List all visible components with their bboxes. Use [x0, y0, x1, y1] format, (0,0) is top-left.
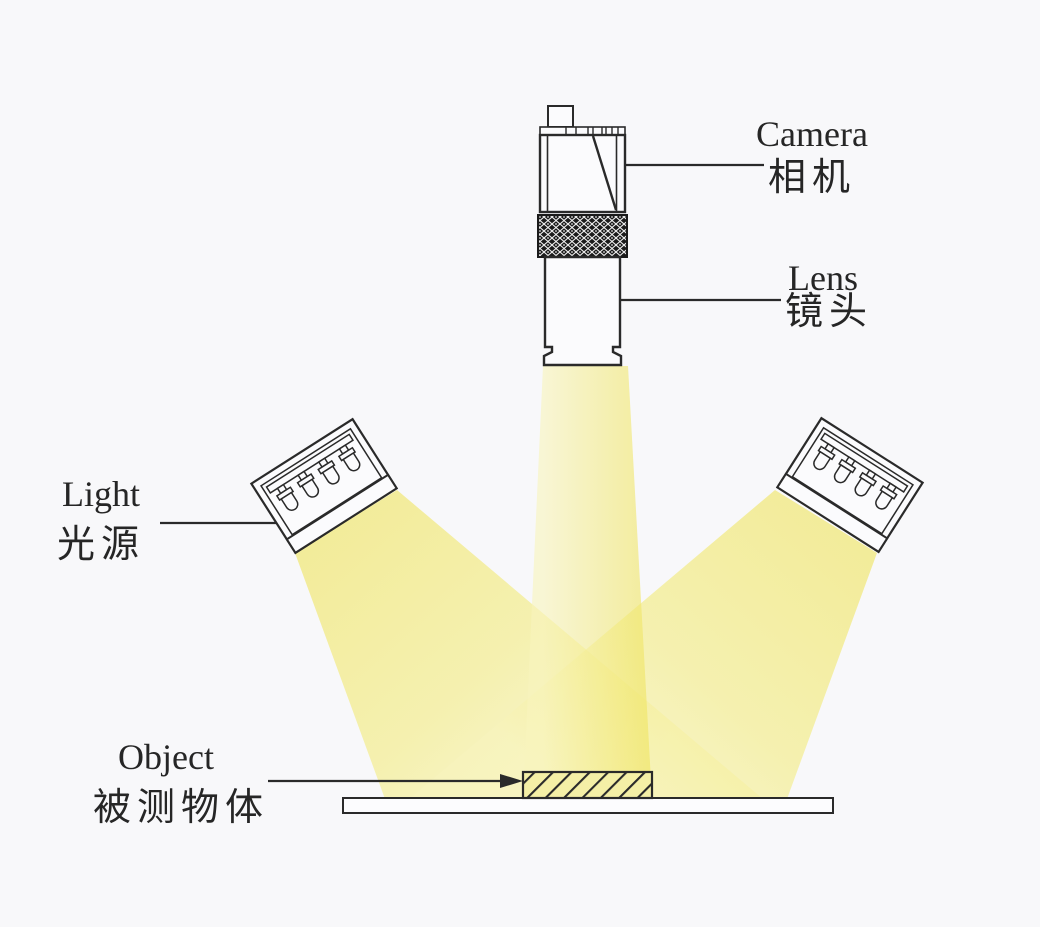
camera-connector	[547, 105, 574, 128]
led	[337, 444, 361, 472]
object-arrow-head	[500, 774, 523, 788]
light-beams	[295, 366, 877, 799]
led-bulb	[280, 491, 299, 511]
light-pcb-bar	[265, 433, 355, 494]
light-front-bezel	[775, 472, 889, 554]
camera-body-diagonal	[591, 135, 618, 211]
object-label-zh: 被测物体	[93, 785, 269, 829]
camera-body	[538, 133, 627, 214]
led-bulb	[854, 477, 873, 497]
lens-knurled-ring	[537, 214, 628, 258]
led-bulb	[875, 490, 894, 510]
camera-top-strip-dividers	[565, 127, 619, 135]
lens-barrel	[542, 255, 623, 367]
led	[317, 457, 340, 485]
object-label-en: Object	[118, 737, 214, 777]
led	[296, 470, 320, 498]
led	[275, 483, 299, 511]
light-pcb-bar	[819, 432, 909, 493]
lens-label-zh: 镜头	[785, 289, 873, 333]
camera-figure	[538, 105, 627, 214]
led-bulb	[833, 463, 853, 484]
led-bulb	[300, 478, 320, 498]
light-label-zh: 光源	[57, 522, 145, 566]
light-label-en: Light	[62, 474, 140, 514]
led-bulb	[813, 450, 832, 471]
led	[854, 469, 878, 497]
led-row	[275, 444, 361, 511]
led	[813, 442, 836, 471]
camera-label-zh: 相机	[768, 155, 856, 199]
annotations: Camera 相机 Lens 镜头 Light 光源 Object 被测物体	[57, 114, 873, 829]
led-bulb	[321, 465, 340, 485]
beam-center	[523, 366, 652, 799]
camera-label-en: Camera	[756, 114, 868, 154]
light-front-bezel	[285, 473, 399, 555]
object-under-test	[521, 770, 654, 800]
object-hatch	[521, 770, 654, 800]
light-fixture-right	[775, 416, 925, 554]
lens-label-en: Lens	[788, 258, 858, 298]
light-fixture-left	[249, 417, 399, 555]
led-row	[813, 442, 898, 510]
led	[875, 482, 898, 510]
led-bulb	[342, 452, 361, 472]
led	[833, 455, 857, 484]
lens-figure	[537, 214, 628, 367]
table-surface	[342, 797, 834, 814]
